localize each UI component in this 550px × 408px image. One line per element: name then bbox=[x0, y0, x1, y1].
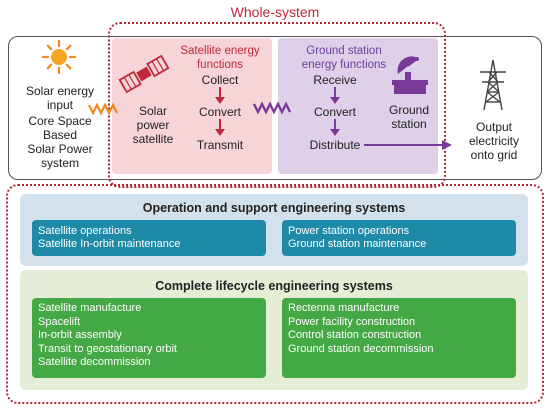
satellite-functions-panel bbox=[112, 38, 272, 174]
system-name-line: Core Space bbox=[28, 114, 92, 128]
solar-input-line: input bbox=[46, 98, 74, 112]
engineering-systems-boundary bbox=[6, 184, 544, 404]
satellite-label: Solar power satellite bbox=[118, 104, 188, 146]
list-item: Power facility construction bbox=[288, 315, 416, 328]
ground-functions-title-line: energy functions bbox=[301, 59, 387, 71]
satellite-icon bbox=[118, 54, 170, 94]
step-receive: Receive bbox=[313, 73, 357, 87]
step-convert-ground: Convert bbox=[313, 105, 357, 119]
transmission-wave-icon bbox=[252, 101, 292, 115]
solar-input-line: Solar energy bbox=[25, 84, 95, 98]
list-item: In-orbit assembly bbox=[38, 329, 122, 341]
solar-wave-icon bbox=[88, 102, 118, 116]
ground-functions-title-line: Ground station bbox=[306, 45, 382, 57]
step-convert-satellite: Convert bbox=[198, 105, 242, 119]
pylon-icon bbox=[480, 59, 506, 111]
step-collect: Collect bbox=[201, 73, 239, 87]
ground-station-label-line: Ground bbox=[388, 103, 430, 117]
system-frame bbox=[8, 36, 542, 180]
satellite-functions-title: Satellite energy functions bbox=[160, 44, 280, 72]
step-transmit: Transmit bbox=[196, 138, 244, 152]
arrow-down-icon bbox=[330, 87, 340, 104]
list-item: Satellite manufacture bbox=[38, 302, 142, 314]
satellite-label-line: satellite bbox=[132, 132, 174, 146]
list-item: Satellite decommission bbox=[38, 356, 151, 368]
satellite-operations-box: Satellite operations Satellite In-orbit … bbox=[32, 220, 266, 256]
satellite-label-line: power bbox=[136, 118, 170, 132]
satellite-functions-title-line: functions bbox=[196, 59, 244, 71]
ground-operations-box: Power station operations Ground station … bbox=[282, 220, 516, 256]
list-item: Power station operations bbox=[288, 225, 410, 237]
ground-functions-title: Ground station energy functions bbox=[284, 44, 404, 72]
list-item: Spacelift bbox=[38, 315, 81, 328]
arrow-down-icon bbox=[215, 87, 225, 104]
ground-station-icon bbox=[392, 56, 428, 94]
lifecycle-title: Complete lifecycle engineering systems bbox=[155, 279, 393, 293]
system-name-line: Based bbox=[42, 128, 78, 142]
list-item: Control station construction bbox=[288, 329, 422, 341]
list-item: Satellite operations bbox=[38, 225, 132, 237]
grid-output-line: onto grid bbox=[470, 148, 518, 162]
list-item: Satellite In-orbit maintenance bbox=[38, 238, 181, 250]
grid-output-text: Output electricity onto grid bbox=[452, 120, 536, 162]
list-item: Rectenna manufacture bbox=[288, 302, 400, 314]
sun-icon bbox=[42, 40, 76, 74]
satellite-label-line: Solar bbox=[138, 104, 167, 118]
step-distribute: Distribute bbox=[309, 138, 361, 152]
arrow-down-icon bbox=[330, 119, 340, 136]
grid-output-line: Output bbox=[475, 120, 513, 134]
ground-lifecycle-box: Rectenna manufacture Power facility cons… bbox=[282, 298, 516, 378]
satellite-functions-title-line: Satellite energy bbox=[180, 45, 260, 57]
solar-input-text: Solar energy input Core Space Based Sola… bbox=[14, 84, 106, 170]
list-item: Ground station decommission bbox=[288, 342, 434, 355]
whole-system-label: Whole-system bbox=[230, 4, 320, 20]
arrow-down-icon bbox=[215, 119, 225, 136]
list-item: Ground station maintenance bbox=[288, 238, 427, 250]
ground-station-label: Ground station bbox=[376, 103, 442, 131]
system-name-line: Solar Power bbox=[27, 142, 93, 156]
list-item: Transit to geostationary orbit bbox=[38, 342, 177, 355]
grid-output-line: electricity bbox=[468, 134, 519, 148]
system-name-line: system bbox=[40, 156, 79, 170]
whole-system-boundary bbox=[108, 22, 446, 188]
distribute-arrow-icon bbox=[364, 140, 452, 150]
satellite-lifecycle-box: Satellite manufacture Spacelift In-orbit… bbox=[32, 298, 266, 378]
operation-support-title: Operation and support engineering system… bbox=[142, 201, 406, 215]
ground-station-label-line: station bbox=[391, 117, 427, 131]
